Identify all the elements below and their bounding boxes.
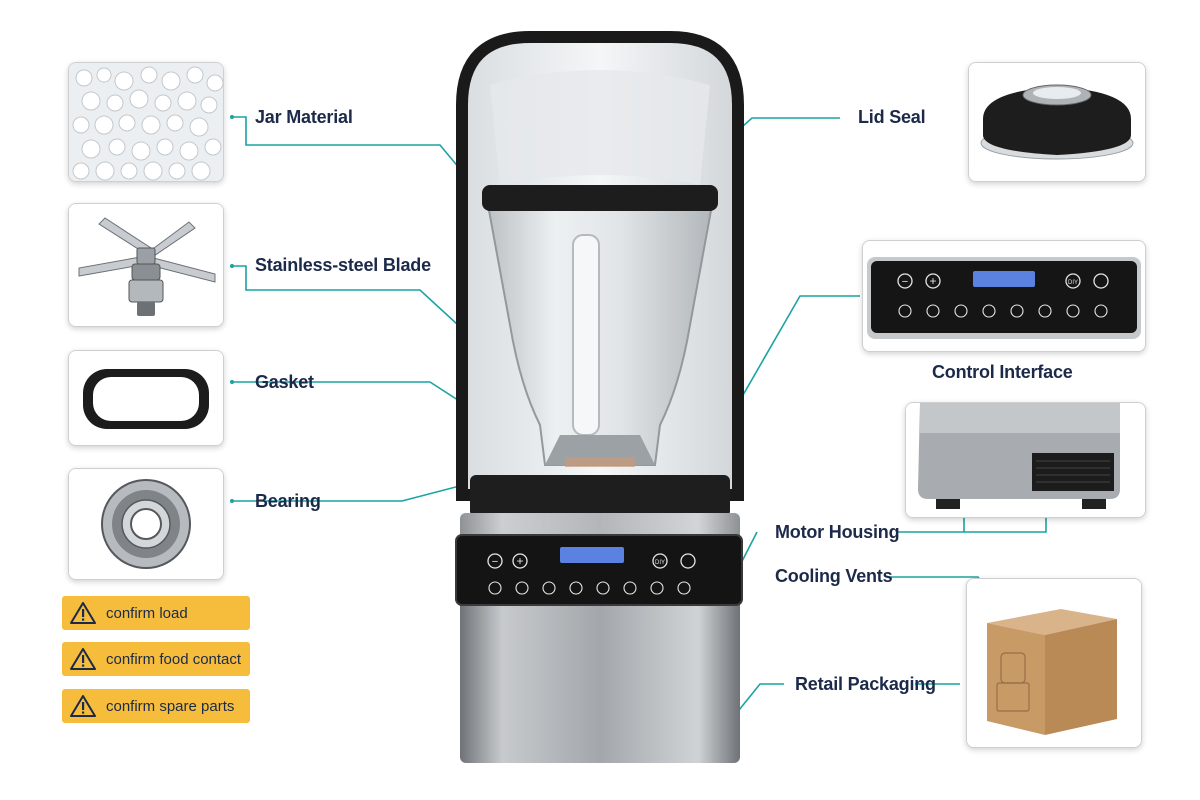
label-bearing: Bearing <box>255 491 321 511</box>
warning-triangle-icon <box>70 602 96 624</box>
label-blade: Stainless-steel Blade <box>255 255 431 275</box>
warning-triangle-icon <box>70 695 96 717</box>
blender-illustration: − + DIY <box>455 31 744 763</box>
thumb-control-interface: − + DIY <box>862 240 1146 352</box>
label-lid-seal: Lid Seal <box>858 107 926 127</box>
warning-triangle-icon <box>70 648 96 670</box>
jar-base-pad <box>470 475 730 517</box>
label-jar-material: Jar Material <box>255 107 353 127</box>
svg-text:DIY: DIY <box>655 560 665 566</box>
thumb-gasket <box>68 350 224 446</box>
warning-badge-spare-parts: confirm spare parts <box>62 689 250 723</box>
warning-text: confirm spare parts <box>106 697 235 715</box>
thumb-motor-housing <box>905 402 1146 518</box>
svg-text:+: + <box>929 274 936 288</box>
thumb-bearing <box>68 468 224 580</box>
label-gasket: Gasket <box>255 372 314 392</box>
leader-bearing <box>232 475 499 502</box>
warning-text: confirm load <box>106 604 188 622</box>
thumb-retail-packaging <box>966 578 1142 748</box>
svg-text:DIY: DIY <box>1068 280 1078 286</box>
warning-badge-food-contact: confirm food contact <box>62 642 250 676</box>
label-control-interface: Control Interface <box>932 362 1073 382</box>
lcd-display <box>560 547 624 563</box>
svg-text:+: + <box>516 554 523 568</box>
jar-lid <box>482 185 718 211</box>
thumb-jar-material <box>68 62 224 182</box>
warning-badge-load: confirm load <box>62 596 250 630</box>
svg-text:−: − <box>902 276 908 288</box>
thumb-lid-seal <box>968 62 1146 182</box>
thumb-blade <box>68 203 224 327</box>
svg-text:−: − <box>492 556 498 568</box>
warning-text: confirm food contact <box>106 650 242 668</box>
label-cooling-vents: Cooling Vents <box>775 566 893 586</box>
label-retail-packaging: Retail Packaging <box>795 674 936 694</box>
control-panel <box>455 534 743 606</box>
label-motor-housing: Motor Housing <box>775 522 900 542</box>
leader-packaging-2 <box>734 683 784 716</box>
